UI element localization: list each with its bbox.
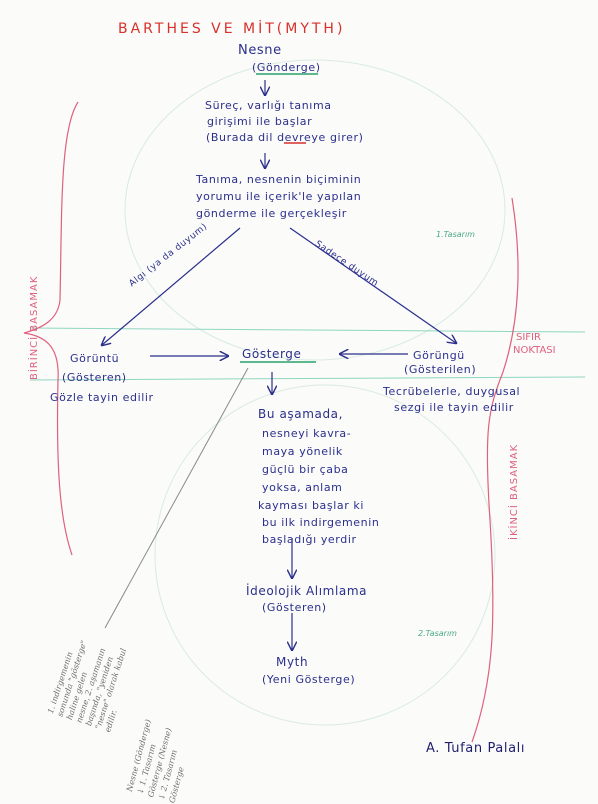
gozle-label: Gözle tayin edilir bbox=[50, 391, 154, 404]
surec-line-3: (Burada dil devreye girer) bbox=[206, 131, 364, 144]
asama-line-8: başladığı yerdir bbox=[262, 533, 357, 546]
arrow-to-goruntu bbox=[102, 227, 241, 345]
zero-line-upper bbox=[29, 327, 586, 333]
sifir-label: SIFIR bbox=[516, 332, 541, 343]
surec-line-1: Süreç, varlığı tanıma bbox=[205, 99, 332, 112]
ideolojik-label: İdeolojik Alımlama bbox=[246, 584, 368, 598]
ikinci-basamak-label: İKİNCİ BASAMAK bbox=[509, 443, 520, 540]
gosteren-label: (Gösteren) bbox=[62, 371, 127, 384]
gonderge-label: (Gönderge) bbox=[252, 61, 321, 74]
tecrube-line-1: Tecrübelerle, duygusal bbox=[383, 385, 521, 398]
goruntu-label: Görüntü bbox=[70, 352, 120, 365]
tecrube-line-2: sezgi ile tayin edilir bbox=[394, 401, 514, 414]
second-step-brace bbox=[471, 197, 519, 743]
birinci-basamak-label: BİRİNCİ BASAMAK bbox=[29, 275, 40, 380]
tasarim-2-label: 2.Tasarım bbox=[418, 629, 457, 638]
page-title: BARTHES VE MİT(MYTH) bbox=[118, 21, 346, 37]
gosterilen-label: (Gösterilen) bbox=[404, 363, 477, 376]
myth-label: Myth bbox=[276, 655, 309, 669]
first-step-brace bbox=[23, 101, 79, 556]
gosterge-label: Gösterge bbox=[242, 347, 302, 361]
asama-line-3: maya yönelik bbox=[262, 445, 343, 458]
noktasi-label: NOKTASI bbox=[513, 345, 556, 356]
asama-line-1: Bu aşamada, bbox=[258, 407, 344, 421]
note-pointer-line bbox=[104, 367, 249, 629]
asama-line-5: yoksa, anlam bbox=[262, 481, 343, 494]
nesne-label: Nesne bbox=[238, 43, 282, 58]
tanima-line-2: yorumu ile içerik'le yapılan bbox=[196, 190, 362, 203]
asama-line-4: güçlü bir çaba bbox=[262, 463, 349, 476]
author-signature: A. Tufan Palalı bbox=[426, 741, 526, 756]
tanima-line-1: Tanıma, nesnenin biçiminin bbox=[196, 173, 362, 186]
surec-line-2: girişimi ile başlar bbox=[207, 115, 313, 128]
tanima-line-3: gönderme ile gerçekleşir bbox=[196, 207, 347, 220]
yeni-gosterge-label: (Yeni Gösterge) bbox=[262, 673, 356, 686]
asama-line-2: nesneyi kavra- bbox=[262, 427, 352, 440]
zero-line-lower bbox=[29, 376, 586, 381]
asama-line-7: bu ilk indirgemenin bbox=[262, 516, 380, 529]
first-design-circle bbox=[124, 59, 506, 361]
tasarim-1-label: 1.Tasarım bbox=[436, 230, 475, 239]
arrow-to-gorungu bbox=[289, 227, 456, 343]
gorungu-label: Görüngü bbox=[413, 349, 465, 362]
second-design-circle bbox=[154, 384, 496, 726]
gosteren2-label: (Gösteren) bbox=[262, 601, 327, 614]
asama-line-6: kayması başlar ki bbox=[258, 499, 365, 512]
